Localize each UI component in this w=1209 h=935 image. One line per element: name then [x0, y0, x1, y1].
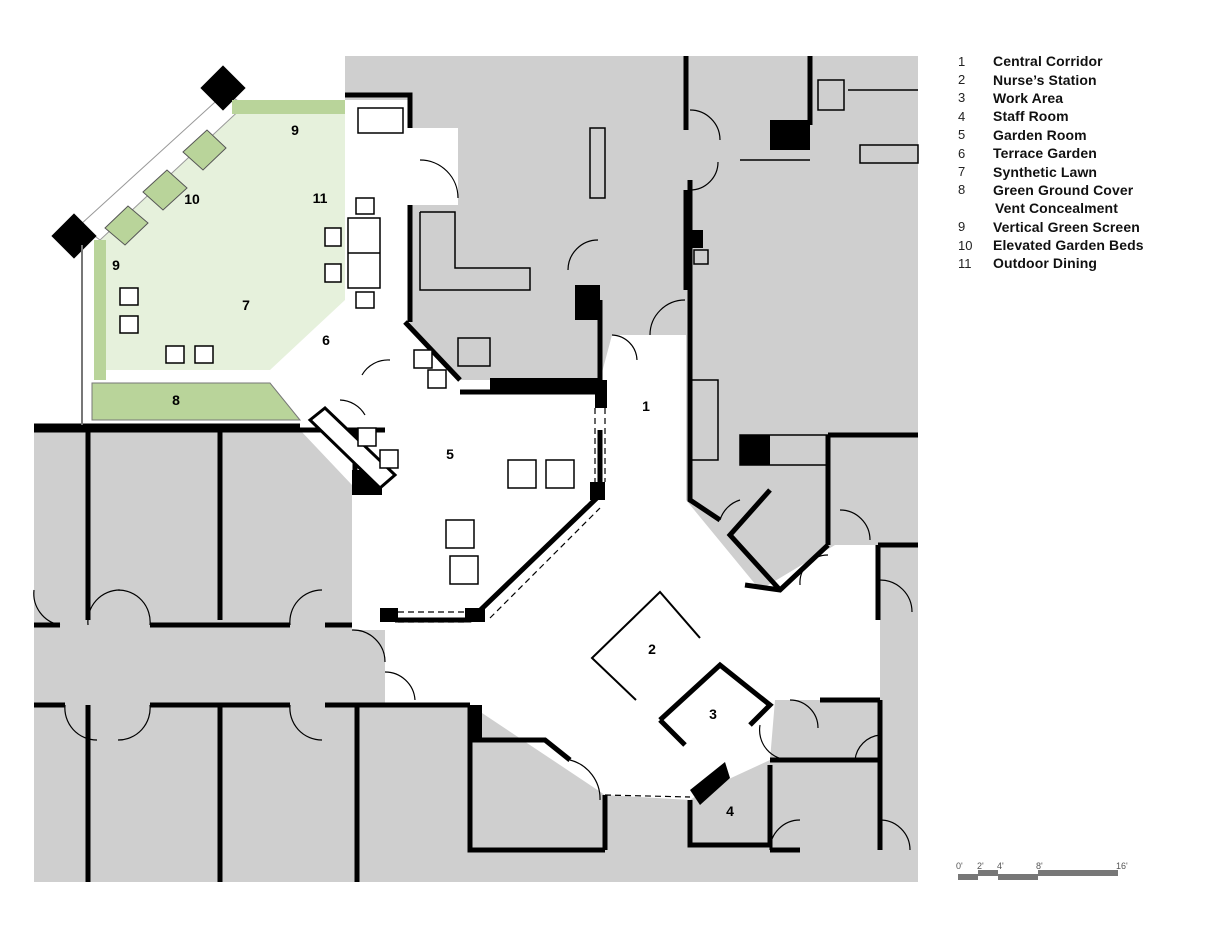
legend-number: 1: [958, 53, 966, 69]
vertical-green-screen-left: [94, 240, 106, 380]
legend-label: Outdoor Dining: [993, 255, 1098, 272]
legend-item: 1 Central Corridor: [958, 52, 1188, 70]
scale-label-8: 8': [1036, 861, 1043, 871]
scale-label-4: 4': [997, 861, 1004, 871]
legend-item: 8 Green Ground Cover: [958, 181, 1188, 199]
walls: [34, 56, 918, 882]
plan-labels: 1 2 3 4 5 6 7 8 9 9 10 11: [112, 122, 734, 819]
garden-room-chairs: [357, 349, 575, 585]
legend-item: 2 Nurse’s Station: [958, 70, 1188, 88]
legend-label: Garden Room: [993, 126, 1087, 143]
legend-number: 4: [958, 108, 966, 124]
legend-item: 3 Work Area: [958, 89, 1188, 107]
legend: 1 Central Corridor 2 Nurse’s Station 3 Work A…: [958, 52, 1188, 273]
legend-label: Staff Room: [993, 108, 1069, 125]
glazing-lines: [398, 408, 691, 798]
legend-label: Green Ground Cover: [993, 181, 1134, 198]
legend-label: Vertical Green Screen: [993, 218, 1140, 235]
label-synthetic-lawn: 7: [242, 297, 250, 313]
structural-columns: [352, 120, 810, 805]
outdoor-dining-set: [119, 197, 381, 364]
legend-item: Vent Concealment: [958, 199, 1188, 217]
legend-number: 5: [958, 127, 966, 143]
legend-number: 7: [958, 164, 966, 180]
legend-number: 2: [958, 72, 966, 88]
label-staff-room: 4: [726, 803, 734, 819]
legend-label: Terrace Garden: [993, 145, 1097, 162]
scale-label-0: 0': [956, 861, 963, 871]
legend-number: 6: [958, 145, 966, 161]
label-central-corridor: 1: [642, 398, 650, 414]
label-garden-beds: 10: [184, 191, 200, 207]
planter-post-top: [200, 65, 246, 111]
label-green-screen-left: 9: [112, 257, 120, 273]
legend-label: Central Corridor: [993, 53, 1103, 70]
scale-bar: [958, 870, 1118, 880]
synthetic-lawn-area: [100, 110, 345, 370]
central-corridor-floor: [300, 322, 880, 800]
legend-label: Nurse’s Station: [993, 71, 1097, 88]
label-green-screen-top: 9: [291, 122, 299, 138]
nurses-station-counter: [590, 590, 701, 701]
legend-item: 4 Staff Room: [958, 107, 1188, 125]
legend-number: 8: [958, 182, 966, 198]
scale-label-16: 16': [1116, 861, 1128, 871]
scale-label-2: 2': [977, 861, 984, 871]
label-ground-cover: 8: [172, 392, 180, 408]
legend-number: 10: [958, 237, 973, 253]
elevated-garden-beds: [104, 129, 227, 246]
vertical-green-screen-top: [232, 100, 345, 114]
door-swings: [33, 109, 913, 851]
label-terrace-garden: 6: [322, 332, 330, 348]
legend-number: 9: [958, 219, 966, 235]
legend-item: 11 Outdoor Dining: [958, 254, 1188, 272]
legend-label: Work Area: [993, 89, 1064, 106]
corridor-left-extension: [385, 620, 405, 700]
label-work-area: 3: [709, 706, 717, 722]
legend-label: Elevated Garden Beds: [993, 237, 1144, 254]
legend-item: 10 Elevated Garden Beds: [958, 236, 1188, 254]
legend-item: 5 Garden Room: [958, 126, 1188, 144]
legend-number: 11: [958, 255, 972, 271]
legend-label: Vent Concealment: [995, 200, 1118, 217]
label-nurses-station: 2: [648, 641, 656, 657]
legend-label: Synthetic Lawn: [993, 163, 1098, 180]
green-ground-cover: [91, 382, 302, 421]
legend-item: 7 Synthetic Lawn: [958, 162, 1188, 180]
legend-number: 3: [958, 90, 966, 106]
label-garden-room: 5: [446, 446, 454, 462]
garden-room-counter: [307, 406, 398, 491]
planter-post-left: [51, 213, 97, 259]
label-outdoor-dining: 11: [313, 190, 328, 206]
counters: [357, 79, 919, 466]
legend-item: 6 Terrace Garden: [958, 144, 1188, 162]
legend-item: 9 Vertical Green Screen: [958, 218, 1188, 236]
